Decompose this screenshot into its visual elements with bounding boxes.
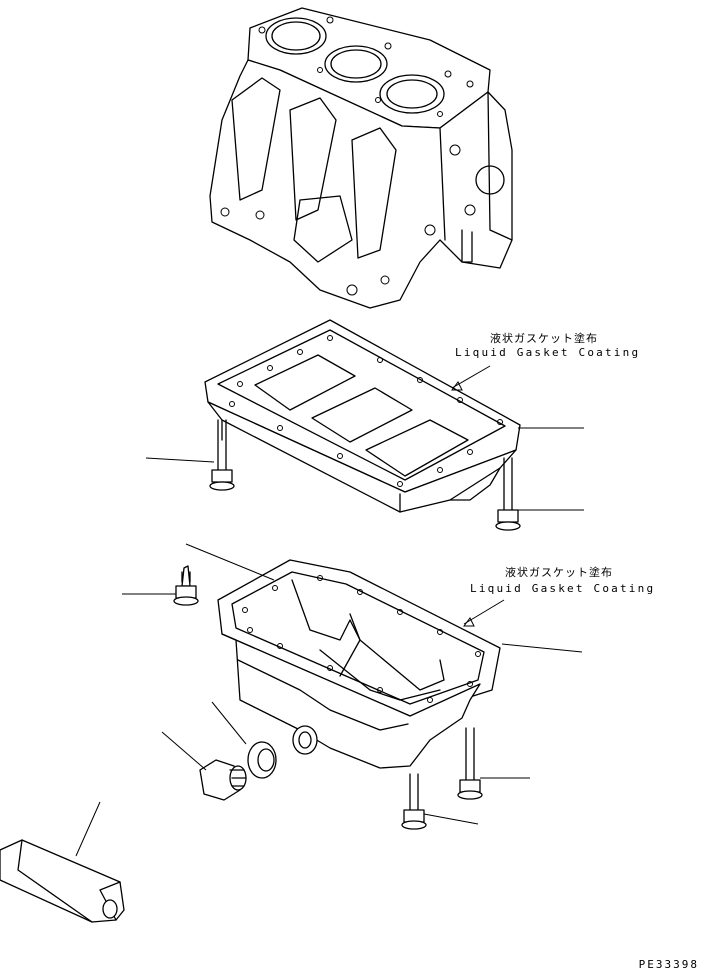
- cylinder-block: [209, 7, 513, 309]
- drain-washer: [247, 741, 277, 779]
- oil-pan-upper: [204, 319, 521, 513]
- flange-bolt: [209, 419, 235, 491]
- leader-lines: [75, 365, 584, 857]
- gasket-callout-en: Liquid Gasket Coating: [455, 346, 641, 359]
- oil-pan-lower: [217, 559, 501, 769]
- liquid-gasket-tube: [0, 839, 125, 923]
- pan-bolt: [457, 727, 483, 800]
- drawing-code: PE33398: [638, 958, 699, 971]
- gasket-callout-en: Liquid Gasket Coating: [470, 582, 656, 595]
- pan-bolt: [401, 773, 427, 830]
- flange-bolt: [495, 457, 521, 531]
- pan-bolt: [173, 565, 199, 606]
- drain-plug: [199, 759, 247, 801]
- gasket-callout-jp: 液状ガスケット塗布: [505, 566, 613, 579]
- gasket-callout-jp: 液状ガスケット塗布: [490, 332, 598, 345]
